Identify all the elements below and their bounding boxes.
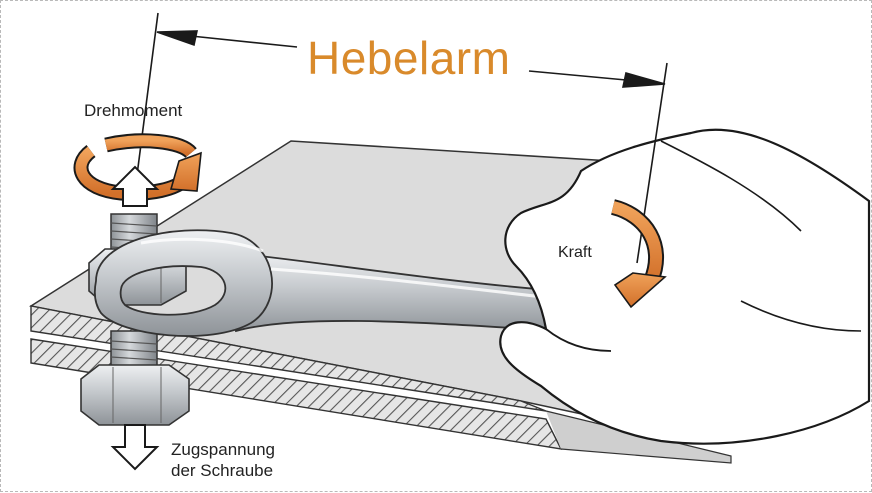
tension-label-line2: der Schraube (171, 461, 274, 480)
tension-label-line1: Zugspannung (171, 440, 275, 459)
left-dimension-arrow-icon (156, 30, 198, 47)
hand-outline (499, 128, 871, 445)
wrench-ring (93, 229, 273, 337)
tension-arrow-icon (110, 424, 160, 471)
force-arrow-icon (610, 199, 667, 309)
upward-arrow-icon (110, 165, 160, 207)
right-dimension-arrow-icon (621, 71, 666, 88)
torque-arrow-icon (73, 133, 202, 201)
lever-arm-title: Hebelarm (307, 32, 511, 84)
bolt-head (80, 364, 190, 426)
force-label: Kraft (558, 244, 592, 261)
tension-label: Zugspannung der Schraube (171, 439, 275, 481)
torque-label: Drehmoment (84, 101, 183, 120)
wrench (93, 229, 602, 337)
hand (499, 128, 871, 445)
